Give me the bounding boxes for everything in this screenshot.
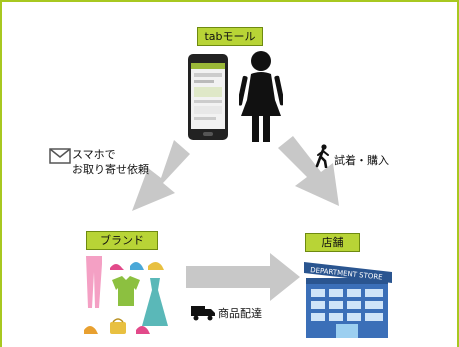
department-store-icon: DEPARTMENT STORE (304, 262, 392, 338)
arrow-person-to-store (278, 136, 339, 206)
fashion-items-icon (84, 256, 168, 334)
truck-icon (191, 306, 215, 321)
tab-mall-label: tabモール (197, 27, 263, 46)
mail-icon (49, 148, 71, 164)
smartphone-icon (188, 54, 228, 140)
edge-label-line1: スマホで (72, 148, 116, 161)
arrow-brand-to-store (186, 253, 300, 301)
walking-person-icon (315, 144, 329, 168)
edge-label-line2: お取り寄せ依頼 (72, 163, 149, 176)
woman-icon (239, 51, 283, 142)
brand-label: ブランド (86, 231, 158, 250)
arrow-phone-to-brand (132, 140, 190, 211)
edge-label-delivery: 商品配達 (218, 307, 262, 320)
store-label: 店舗 (305, 233, 360, 252)
edge-label-try-on: 試着・購入 (334, 154, 389, 167)
